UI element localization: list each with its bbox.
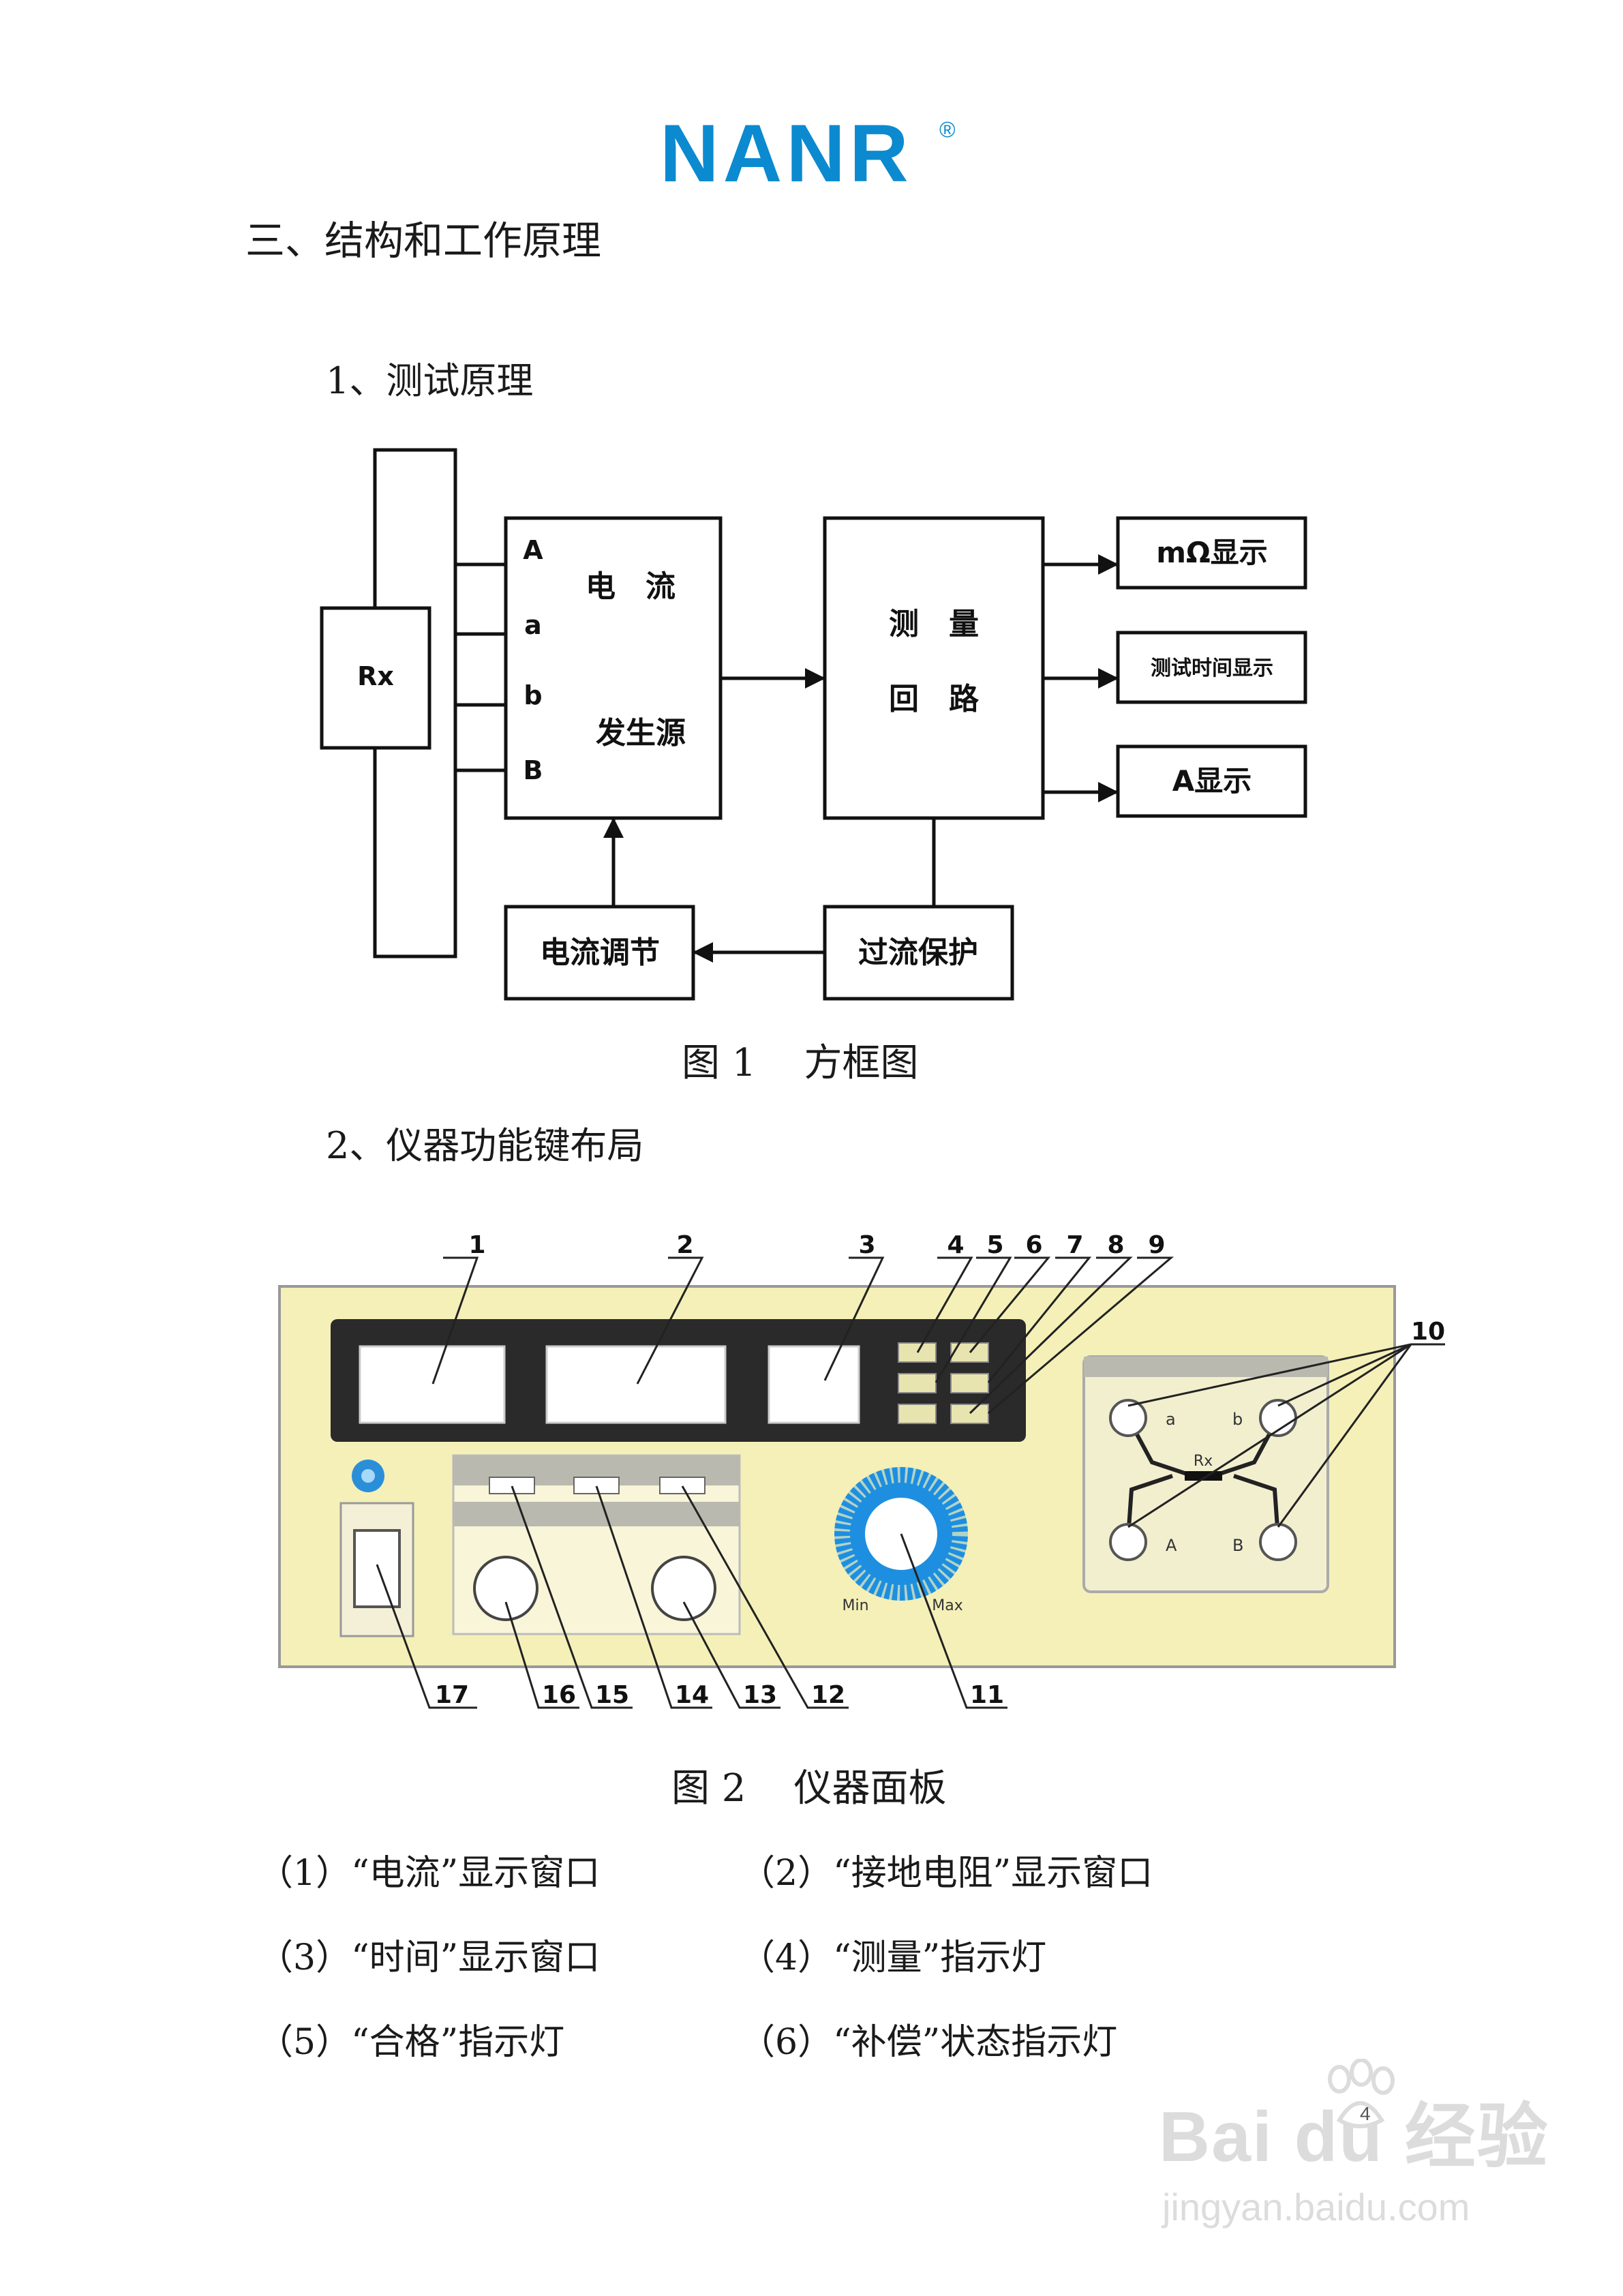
callout-5: 5 xyxy=(986,1231,1003,1259)
terminal-B xyxy=(1259,1523,1297,1561)
current-display-window xyxy=(359,1345,506,1424)
measure-label-line1: 测 量 xyxy=(889,607,979,641)
reset-button xyxy=(651,1556,716,1621)
figure-2-caption: 图 2 仪器面板 xyxy=(671,1767,946,1811)
measure-label-line2: 回 路 xyxy=(889,682,980,716)
brand-logo: NANR xyxy=(660,108,913,199)
terminal-b-label: b xyxy=(524,680,542,710)
block-diagram: Rx A a b B 电 流 发生源 测 量 回 路 mΩ显示 测试时间显示 A… xyxy=(320,448,1307,1001)
legend-item-5: （5）“合格”指示灯 xyxy=(258,2022,565,2063)
power-switch-housing xyxy=(339,1502,414,1637)
callout-2: 2 xyxy=(676,1231,693,1259)
power-switch xyxy=(353,1529,401,1608)
current-source-label-line2: 发生源 xyxy=(596,716,686,751)
page-number: 4 xyxy=(1360,2103,1371,2124)
terminal-B-label: B xyxy=(524,755,543,785)
measure-box xyxy=(823,516,1045,820)
current-adjust-label: 电流调节 xyxy=(540,935,660,970)
set-key xyxy=(489,1477,535,1494)
knob-min-label: Min xyxy=(842,1597,868,1614)
ground-resistance-display-window xyxy=(545,1345,727,1424)
callout-9: 9 xyxy=(1148,1231,1165,1259)
terminal-B-label: B xyxy=(1232,1536,1243,1555)
watermark-url: jingyan.baidu.com xyxy=(1162,2186,1470,2229)
callout-13: 13 xyxy=(743,1681,777,1709)
time-display-label: 测试时间显示 xyxy=(1151,656,1273,680)
terminal-a xyxy=(1109,1399,1147,1437)
terminal-A xyxy=(1109,1523,1147,1561)
terminal-a-label: a xyxy=(524,610,542,640)
current-source-label-line1: 电 流 xyxy=(586,569,676,604)
callout-14: 14 xyxy=(675,1681,709,1709)
down-key xyxy=(573,1477,620,1494)
callout-10: 10 xyxy=(1411,1318,1445,1346)
amp-display-box xyxy=(1116,744,1307,818)
callout-3: 3 xyxy=(858,1231,875,1259)
up-key xyxy=(659,1477,706,1494)
terminal-A-label: A xyxy=(523,535,543,565)
amp-display-label: A显示 xyxy=(1172,764,1252,798)
legend-item-4: （4）“测量”指示灯 xyxy=(740,1937,1047,1978)
indicator-lamps xyxy=(898,1342,989,1424)
legend-item-3: （3）“时间”显示窗口 xyxy=(258,1937,601,1978)
rx-label: Rx xyxy=(357,661,394,691)
mohm-display-box xyxy=(1116,516,1307,590)
callout-8: 8 xyxy=(1107,1231,1124,1259)
knob-max-label: Max xyxy=(932,1597,962,1614)
terminal-A-label: A xyxy=(1166,1536,1177,1555)
callout-12: 12 xyxy=(811,1681,845,1709)
registered-mark: ® xyxy=(939,117,956,142)
legend-item-2: （2）“接地电阻”显示窗口 xyxy=(740,1853,1153,1894)
watermark-logo: Bai du 经验 xyxy=(1159,2098,1549,2177)
callout-6: 6 xyxy=(1025,1231,1042,1259)
start-button xyxy=(473,1556,539,1621)
figure-2-title: 仪器面板 xyxy=(793,1766,947,1811)
terminal-b-label: b xyxy=(1232,1410,1243,1429)
instrument-panel-diagram: Min Max Rx a b A B xyxy=(278,1231,1445,1709)
callout-1: 1 xyxy=(468,1231,485,1259)
callout-4: 4 xyxy=(947,1231,964,1259)
section-title: 三、结构和工作原理 xyxy=(245,217,602,264)
baidu-paw-icon xyxy=(1328,2059,1395,2128)
time-display-window xyxy=(768,1345,860,1424)
figure-2-number: 图 2 xyxy=(671,1766,746,1811)
callout-7: 7 xyxy=(1066,1231,1083,1259)
legend-item-1: （1）“电流”显示窗口 xyxy=(258,1853,601,1894)
mohm-display-label: mΩ显示 xyxy=(1156,536,1267,569)
figure-1-number: 图 1 xyxy=(682,1041,757,1085)
rx-resistor-label: Rx xyxy=(1194,1453,1213,1470)
figure-1-caption: 图 1 方框图 xyxy=(682,1042,918,1085)
figure-1-title: 方框图 xyxy=(804,1041,919,1085)
terminal-a-label: a xyxy=(1166,1410,1176,1429)
time-display-box xyxy=(1116,631,1307,704)
callout-17: 17 xyxy=(435,1681,469,1709)
callout-11: 11 xyxy=(970,1681,1004,1709)
callout-16: 16 xyxy=(542,1681,576,1709)
callout-15: 15 xyxy=(595,1681,629,1709)
subsection-2-title: 2、仪器功能键布局 xyxy=(326,1124,644,1167)
subsection-1-title: 1、测试原理 xyxy=(326,359,534,402)
legend-item-6: （6）“补偿”状态指示灯 xyxy=(740,2022,1118,2063)
overcurrent-label: 过流保护 xyxy=(858,935,978,970)
